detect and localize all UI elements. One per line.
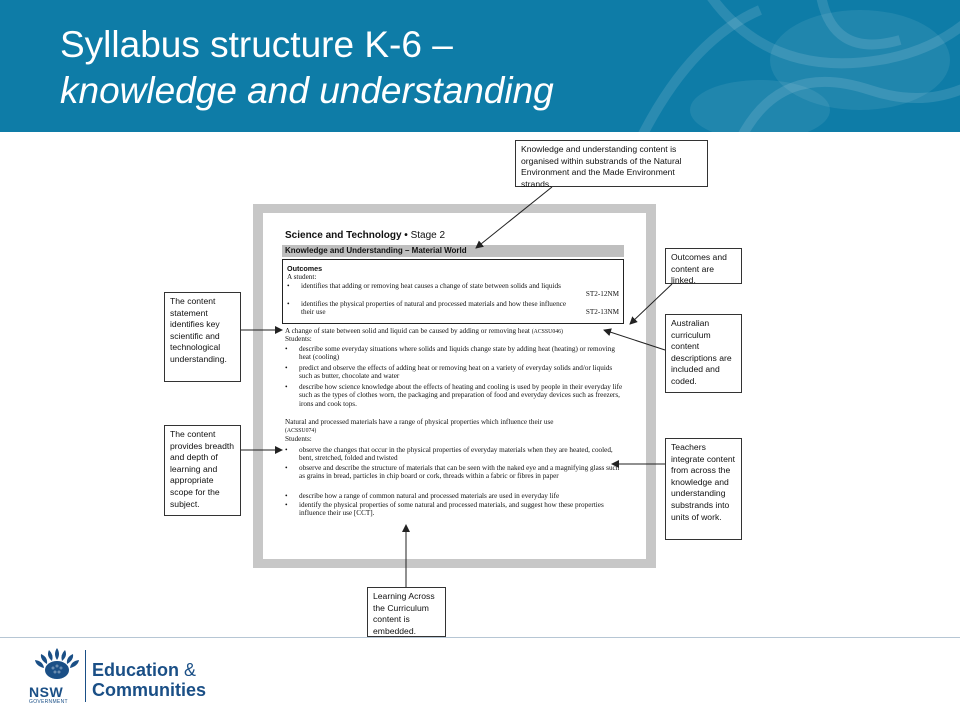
bullet-icon: • [285, 383, 288, 391]
logo-separator [85, 650, 86, 702]
bullet-icon: • [285, 501, 288, 509]
slide-title: Syllabus structure K-6 – knowledge and u… [60, 22, 554, 114]
document-heading: Science and Technology • Stage 2 [285, 230, 445, 241]
stage-label: Stage 2 [410, 230, 446, 241]
callout-teachers-integrate: Teachers integrate content from across t… [665, 438, 742, 540]
dept-amp: & [179, 660, 197, 680]
slide-title-line1: Syllabus structure K-6 – [60, 24, 453, 65]
dept-line2: Communities [92, 680, 207, 700]
document-page [263, 213, 646, 559]
callout-learning-across: Learning Across the Curriculum content i… [367, 587, 446, 637]
students-label: Students: [285, 435, 312, 443]
content-code: (ACSSU046) [531, 329, 563, 335]
callout-content-statement: The content statement identifies key sci… [164, 292, 241, 382]
strand-bar: Knowledge and Understanding – Material W… [282, 245, 624, 257]
bullet-icon: • [285, 446, 288, 454]
subject-name: Science and Technology [285, 230, 402, 241]
waratah-watermark-icon [638, 0, 960, 132]
outcomes-sub: A student: [287, 273, 317, 281]
callout-australian-curriculum: Australian curriculum content descriptio… [665, 314, 742, 393]
outcomes-box: Outcomes A student: • identifies that ad… [282, 259, 624, 324]
callout-outcomes-linked: Outcomes and content are linked. [665, 248, 742, 285]
content-statement-2: Natural and processed materials have a r… [285, 418, 554, 426]
department-name: Education & Communities [92, 660, 206, 700]
outcome-code: ST2-13NM [585, 308, 619, 316]
bullet-icon: • [285, 345, 288, 353]
logo-government: GOVERNMENT [29, 699, 68, 705]
content-code: (ACSSU074) [285, 428, 317, 434]
students-label: Students: [285, 335, 312, 343]
dept-line1: Education [92, 660, 180, 680]
bullet-icon: • [287, 300, 290, 308]
slide-title-line2: knowledge and understanding [60, 70, 554, 111]
content-statement-1: A change of state between solid and liqu… [285, 327, 563, 335]
bullet-icon: • [285, 464, 288, 472]
callout-breadth: The content provides breadth and depth o… [164, 425, 241, 516]
heading-separator: • [401, 230, 411, 241]
header-banner: Syllabus structure K-6 – knowledge and u… [0, 0, 960, 132]
footer-divider [0, 637, 960, 638]
bullet-icon: • [287, 282, 290, 290]
bullet-icon: • [285, 492, 288, 500]
bullet-icon: • [285, 364, 288, 372]
outcome-code: ST2-12NM [585, 290, 619, 298]
outcomes-heading: Outcomes [287, 264, 323, 273]
callout-substrands: Knowledge and understanding content is o… [515, 140, 708, 189]
logo-nsw: NSW [29, 684, 64, 700]
waratah-logo-icon [35, 648, 79, 679]
